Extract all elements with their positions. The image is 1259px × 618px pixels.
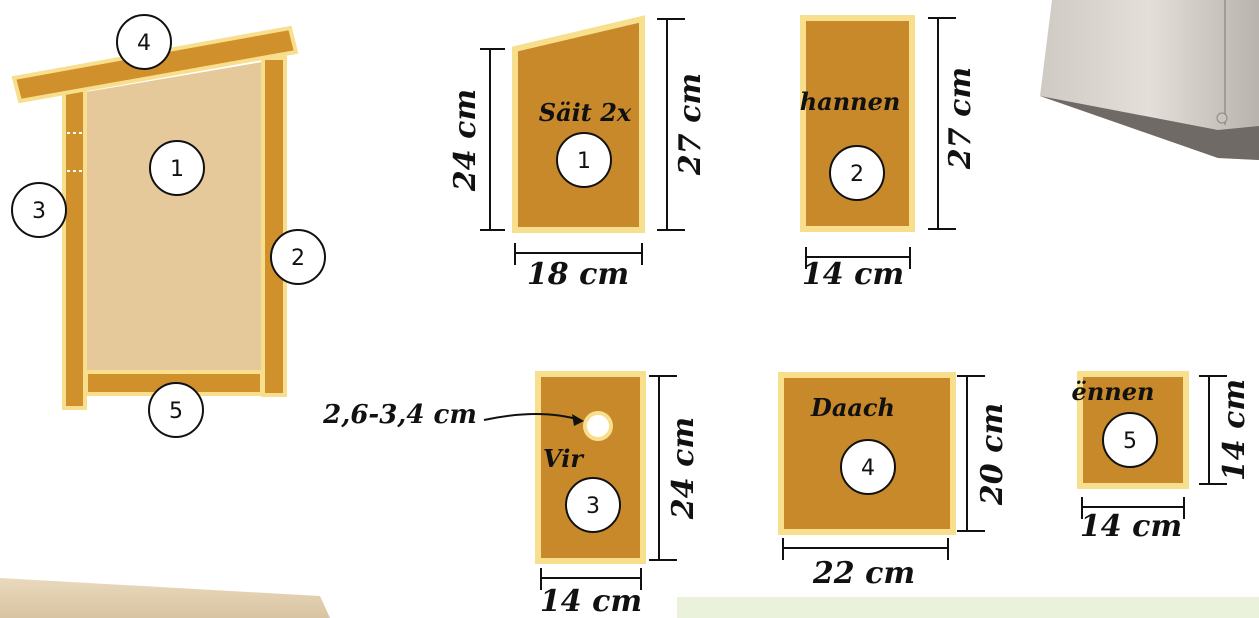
part-1-name: Säit 2x — [539, 98, 632, 127]
svg-text:5: 5 — [169, 399, 183, 424]
part-2-width: 14 cm — [802, 257, 904, 292]
part-1-height-left: 24 cm — [448, 89, 483, 192]
part-3-height: 24 cm — [666, 417, 701, 520]
assembly-label-4: 4 — [116, 14, 172, 70]
part-4-number: 4 — [861, 456, 875, 481]
birdhouse-photo-fragment — [1040, 0, 1259, 160]
part-2-back: hannen 2 27 cm 14 cm — [800, 15, 978, 292]
assembly-label-5: 5 — [148, 382, 204, 438]
part-1-board — [512, 15, 645, 233]
svg-text:4: 4 — [137, 31, 151, 56]
part-2-height: 27 cm — [943, 67, 978, 170]
svg-text:2: 2 — [291, 246, 305, 271]
part-4-roof: Daach 4 20 cm 22 cm — [778, 372, 1010, 591]
assembly-label-3: 3 — [11, 182, 67, 238]
info-box — [677, 597, 1259, 618]
part-4-name: Daach — [810, 393, 895, 422]
part-5-width: 14 cm — [1080, 509, 1182, 544]
side-panel — [86, 62, 262, 370]
part-4-height: 20 cm — [975, 403, 1010, 506]
part-4-width: 22 cm — [812, 556, 915, 591]
part-1-side: Säit 2x 1 24 cm 27 cm 18 cm — [448, 15, 708, 292]
hole-arrow — [483, 413, 581, 421]
front-board — [62, 88, 87, 410]
part-3-width: 14 cm — [540, 584, 642, 618]
part-3-name: Vir — [543, 444, 585, 473]
part-2-name: hannen — [800, 87, 901, 116]
part-5-number: 5 — [1123, 429, 1137, 454]
part-5-name: ënnen — [1072, 377, 1155, 406]
hole-diameter-label: 2,6-3,4 cm — [322, 400, 477, 430]
assembly-label-1: 1 — [149, 140, 205, 196]
back-board — [261, 56, 287, 397]
svg-text:1: 1 — [170, 157, 184, 182]
part-1-width: 18 cm — [527, 257, 629, 292]
assembly-label-2: 2 — [270, 229, 326, 285]
part-3-front: Vir 3 2,6-3,4 cm 24 cm 14 cm — [322, 371, 701, 618]
part-3-number: 3 — [586, 494, 600, 519]
plank-photo-fragment — [0, 578, 330, 618]
part-5-bottom: ënnen 5 14 cm 14 cm — [1072, 371, 1252, 544]
svg-text:3: 3 — [32, 199, 46, 224]
part-2-board — [800, 15, 915, 232]
entry-hole — [583, 411, 613, 441]
part-2-number: 2 — [850, 162, 864, 187]
assembly-view: 1 2 3 4 5 — [11, 14, 326, 438]
part-1-number: 1 — [577, 149, 591, 174]
part-1-height-right: 27 cm — [673, 73, 708, 176]
part-5-height: 14 cm — [1217, 379, 1252, 481]
